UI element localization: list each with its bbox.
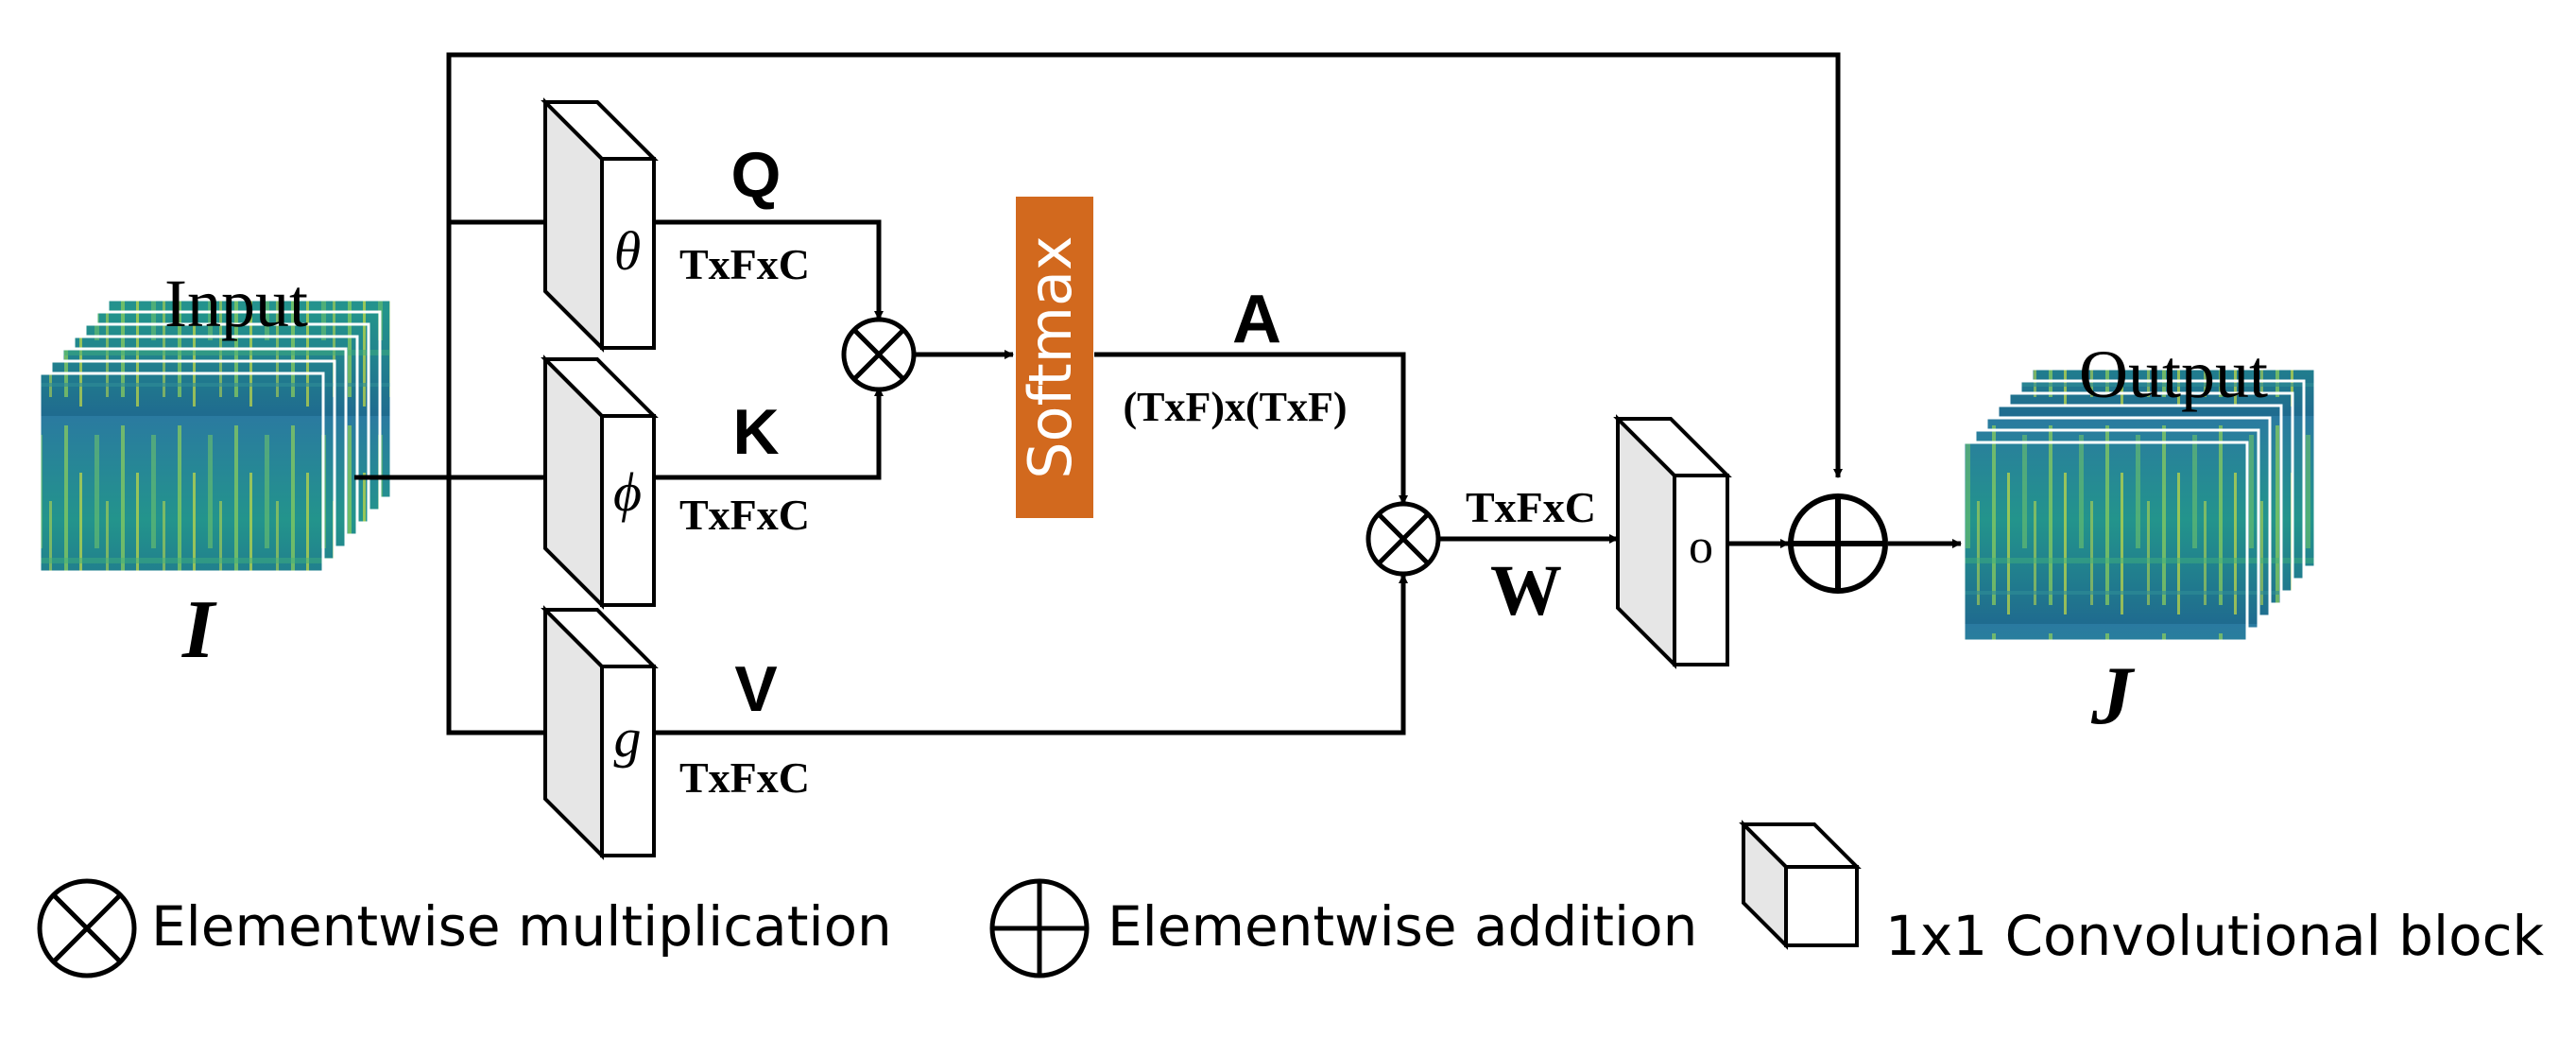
theta-conv-block: θ [541, 97, 659, 353]
phi-conv-block: ϕ [541, 355, 659, 610]
k-dims: TxFxC [679, 491, 810, 539]
theta-symbol: θ [614, 220, 642, 282]
q-to-multiply-arrow [654, 219, 884, 320]
phi-symbol: ϕ [613, 461, 642, 523]
softmax-label: Softmax [1016, 235, 1085, 478]
qk-multiply-operator [841, 317, 917, 392]
output-spectrogram-layer [1962, 441, 2249, 643]
legend-multiply-label: Elementwise multiplication [151, 894, 892, 959]
o-symbol: o [1689, 520, 1713, 574]
connection-lines [354, 52, 1962, 737]
q-dims: TxFxC [679, 240, 810, 288]
output-symbol: J [2090, 650, 2136, 742]
input-spectrogram-layer [38, 372, 325, 574]
input-trunk-line [446, 55, 554, 737]
k-to-multiply-arrow [654, 387, 884, 480]
weighted-label: W [1490, 551, 1562, 631]
legend: Elementwise multiplication Elementwise a… [37, 820, 2544, 978]
v-to-multiply-arrow [654, 574, 1408, 735]
legend-conv-label: 1x1 Convolutional block [1885, 904, 2544, 968]
legend-multiply-icon [37, 878, 137, 978]
g-conv-block: g [541, 605, 659, 860]
attention-label: A [1232, 282, 1281, 357]
residual-add-operator [1788, 493, 1888, 594]
input-title: Input [164, 266, 308, 341]
v-dims: TxFxC [679, 753, 810, 802]
output-title: Output [2079, 337, 2268, 412]
legend-conv-icon [1739, 820, 1862, 950]
softmax-block [1016, 197, 1093, 518]
o-conv-block: o [1613, 414, 1732, 669]
softmax-to-multiply-arrow [1094, 352, 1408, 505]
attention-dims: (TxF)x(TxF) [1123, 384, 1347, 430]
av-multiply-operator [1365, 501, 1441, 577]
legend-add-icon [989, 878, 1090, 978]
g-symbol: g [614, 707, 642, 769]
v-label: V [734, 653, 777, 725]
k-label: K [732, 396, 779, 468]
input-symbol: I [181, 584, 217, 676]
output-spectrogram-stack [1962, 367, 2317, 643]
q-label: Q [731, 139, 781, 211]
legend-add-label: Elementwise addition [1108, 894, 1697, 959]
weighted-dims: TxFxC [1466, 483, 1596, 531]
input-spectrogram-stack [38, 298, 393, 574]
